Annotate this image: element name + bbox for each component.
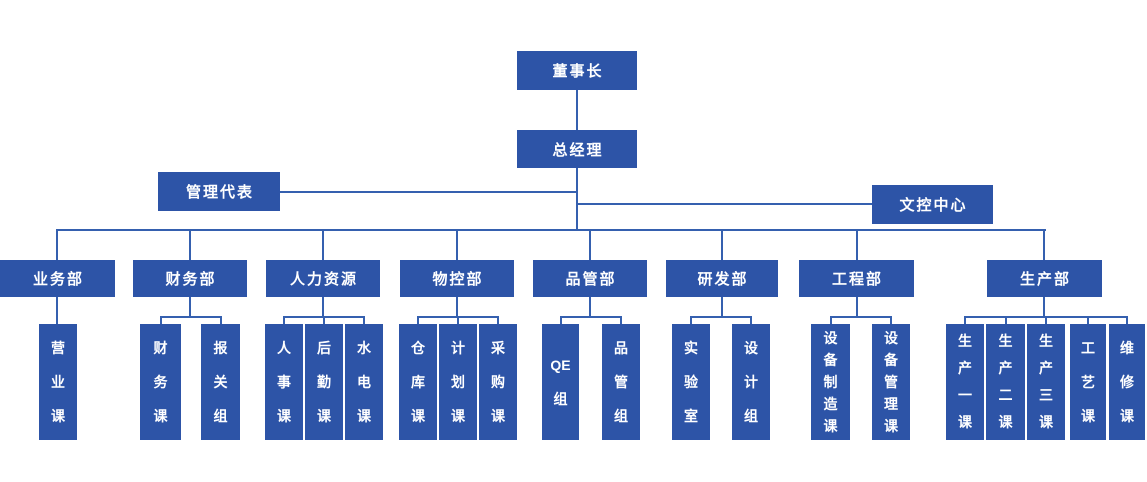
org-node-dept: 品管部 bbox=[533, 260, 647, 297]
org-node-sub: 实 验 室 bbox=[672, 324, 710, 440]
connector-line bbox=[589, 229, 591, 260]
connector-line bbox=[721, 229, 723, 260]
connector-line bbox=[577, 203, 872, 205]
connector-line bbox=[457, 316, 459, 324]
org-node-dept: 人力资源 bbox=[266, 260, 380, 297]
connector-line bbox=[856, 297, 858, 316]
org-node-sub: 设 计 组 bbox=[732, 324, 770, 440]
org-node-sub: 生 产 三 课 bbox=[1027, 324, 1065, 440]
connector-line bbox=[576, 90, 578, 130]
org-node-sub: 维 修 课 bbox=[1109, 324, 1145, 440]
connector-line bbox=[1005, 316, 1007, 324]
connector-line bbox=[690, 316, 752, 318]
org-node-sub: 采 购 课 bbox=[479, 324, 517, 440]
org-node-sub: 水 电 课 bbox=[345, 324, 383, 440]
connector-line bbox=[160, 316, 222, 318]
connector-line bbox=[830, 316, 832, 324]
org-node-dept: 研发部 bbox=[666, 260, 778, 297]
org-node-dept: 物控部 bbox=[400, 260, 514, 297]
connector-line bbox=[1043, 297, 1045, 316]
connector-line bbox=[1087, 316, 1089, 324]
connector-line bbox=[690, 316, 692, 324]
connector-line bbox=[856, 229, 858, 260]
connector-line bbox=[560, 316, 622, 318]
connector-line bbox=[721, 297, 723, 316]
org-node-sub: 工 艺 课 bbox=[1070, 324, 1106, 440]
org-node-doc-control: 文控中心 bbox=[872, 185, 993, 224]
connector-line bbox=[1126, 316, 1128, 324]
connector-line bbox=[964, 316, 966, 324]
connector-line bbox=[890, 316, 892, 324]
org-node-sub: 生 产 二 课 bbox=[986, 324, 1025, 440]
org-node-sub: 设 备 制 造 课 bbox=[811, 324, 850, 440]
connector-line bbox=[560, 316, 562, 324]
connector-line bbox=[220, 316, 222, 324]
org-node-sub: 报 关 组 bbox=[201, 324, 240, 440]
org-node-sub: 营 业 课 bbox=[39, 324, 77, 440]
org-node-dept: 财务部 bbox=[133, 260, 247, 297]
org-node-sub: QE 组 bbox=[542, 324, 579, 440]
connector-line bbox=[1043, 229, 1045, 260]
org-node-sub: 品 管 组 bbox=[602, 324, 640, 440]
connector-line bbox=[497, 316, 499, 324]
connector-line bbox=[576, 168, 578, 231]
connector-line bbox=[363, 316, 365, 324]
org-node-management-rep: 管理代表 bbox=[158, 172, 280, 211]
org-node-sub: 仓 库 课 bbox=[399, 324, 437, 440]
connector-line bbox=[456, 297, 458, 316]
connector-line bbox=[56, 297, 58, 324]
org-node-dept: 工程部 bbox=[799, 260, 914, 297]
org-node-general-manager: 总经理 bbox=[517, 130, 637, 168]
connector-line bbox=[189, 297, 191, 316]
connector-line bbox=[160, 316, 162, 324]
connector-line bbox=[830, 316, 892, 318]
org-node-sub: 人 事 课 bbox=[265, 324, 303, 440]
connector-line bbox=[280, 191, 576, 193]
connector-line bbox=[620, 316, 622, 324]
connector-line bbox=[417, 316, 419, 324]
org-node-sub: 后 勤 课 bbox=[305, 324, 343, 440]
org-node-dept: 业务部 bbox=[0, 260, 115, 297]
org-node-sub: 设 备 管 理 课 bbox=[872, 324, 910, 440]
connector-line bbox=[750, 316, 752, 324]
connector-line bbox=[189, 229, 191, 260]
connector-line bbox=[283, 316, 285, 324]
connector-line bbox=[57, 229, 1046, 231]
connector-line bbox=[56, 229, 58, 260]
org-node-sub: 生 产 一 课 bbox=[946, 324, 984, 440]
connector-line bbox=[456, 229, 458, 260]
connector-line bbox=[1045, 316, 1047, 324]
org-node-sub: 财 务 课 bbox=[140, 324, 181, 440]
connector-line bbox=[322, 229, 324, 260]
connector-line bbox=[322, 297, 324, 316]
connector-line bbox=[589, 297, 591, 316]
org-node-sub: 计 划 课 bbox=[439, 324, 477, 440]
org-node-dept: 生产部 bbox=[987, 260, 1102, 297]
connector-line bbox=[323, 316, 325, 324]
org-node-chairman: 董事长 bbox=[517, 51, 637, 90]
